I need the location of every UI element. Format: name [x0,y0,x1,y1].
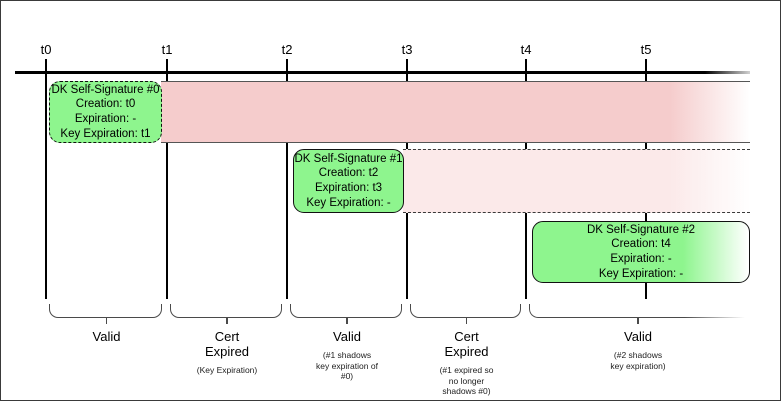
period-t4-end-brace [529,304,745,318]
period-t3-t4-brace-nub [465,317,468,324]
period-t1-t2-title: Cert Expired [204,329,250,359]
period-t4-end-title: Valid [624,329,652,344]
signature-2-title: DK Self-Signature #2 [586,223,696,236]
signature-1-key-expiration: Key Expiration: - [306,196,391,209]
signature-1: DK Self-Signature #1 Creation: t2 Expirati… [293,149,404,213]
period-t3-t4-brace [410,304,521,318]
signature-2: DK Self-Signature #2 Creation: t4 Expirati… [532,221,750,283]
timeline-axis [15,71,750,74]
tick-line-t0 [45,59,47,299]
validity-band-1 [403,149,750,213]
signature-1-title: DK Self-Signature #1 [294,152,403,165]
tick-label-t3: t3 [401,42,413,57]
period-t0-t1-title: Valid [92,329,121,344]
period-t3-t4-title: Cert Expired [444,329,489,359]
signature-2-creation: Creation: t4 [611,238,671,251]
signature-1-creation: Creation: t2 [318,167,379,180]
period-t3-t4-note: (#1 expired so no longer shadows #0) [439,365,494,396]
signature-0-creation: Creation: t0 [75,98,136,111]
period-t4-end-brace-nub [637,317,639,324]
tick-line-t2 [286,59,288,299]
period-t1-t2-brace [170,304,282,318]
signature-0-title: DK Self-Signature #0 [51,83,160,96]
period-t2-t3-brace-nub [346,317,348,324]
signature-0-expiration: Expiration: - [74,113,137,125]
signature-1-expiration: Expiration: t3 [314,182,383,194]
period-t2-t3-brace [290,304,402,318]
signature-2-key-expiration: Key Expiration: - [598,267,684,280]
tick-label-t0: t0 [40,42,52,57]
signature-0-key-expiration: Key Expiration: t1 [60,127,151,140]
tick-label-t2: t2 [281,42,293,57]
period-t1-t2-note: (Key Expiration) [196,365,258,375]
signature-2-expiration: Expiration: - [610,253,672,265]
period-t0-t1-brace-nub [105,317,108,324]
tick-label-t5: t5 [640,42,652,57]
period-t2-t3-note: (#1 shadows key expiration of #0) [316,350,378,381]
validity-band-0 [161,81,750,143]
period-t0-t1-brace [49,304,162,318]
period-t1-t2-brace-nub [226,317,228,324]
signature-0: DK Self-Signature #0 Creation: t0 Expirati… [49,81,162,143]
period-t2-t3-title: Valid [333,329,361,344]
tick-label-t1: t1 [161,42,173,57]
tick-line-t1 [166,59,168,299]
tick-label-t4: t4 [520,42,532,57]
period-t4-end-note: (#2 shadows key expiration) [610,350,666,371]
